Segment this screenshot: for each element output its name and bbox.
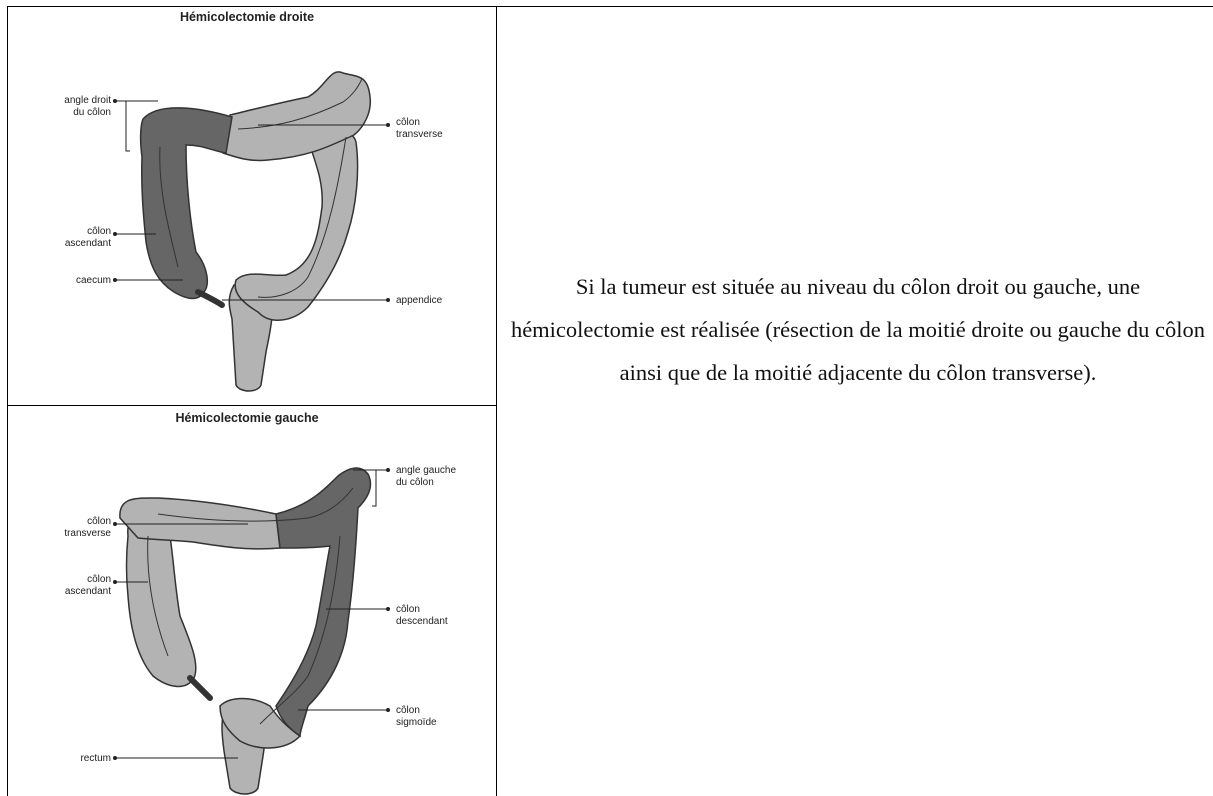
svg-text:descendant: descendant: [396, 616, 448, 627]
svg-text:côlon: côlon: [396, 117, 420, 128]
svg-text:sigmoïde: sigmoïde: [396, 717, 437, 728]
diagram-left-hemicolectomy: Hémicolectomie gauche angle gauche du cô…: [8, 406, 496, 796]
label-sigmoide: côlon sigmoïde: [298, 705, 437, 728]
appendix-shape: [190, 678, 210, 698]
label-ascendant: côlon ascendant: [65, 226, 156, 249]
svg-text:rectum: rectum: [80, 753, 111, 764]
table-border-center: [496, 6, 497, 796]
svg-text:du côlon: du côlon: [73, 107, 111, 118]
svg-text:côlon: côlon: [396, 705, 420, 716]
panel-title: Hémicolectomie gauche: [175, 411, 318, 425]
svg-text:transverse: transverse: [396, 129, 443, 140]
svg-text:transverse: transverse: [64, 528, 111, 539]
panel-title: Hémicolectomie droite: [180, 10, 314, 24]
svg-text:caecum: caecum: [76, 275, 111, 286]
svg-text:ascendant: ascendant: [65, 586, 111, 597]
svg-text:ascendant: ascendant: [65, 238, 111, 249]
appendix-shape: [198, 292, 222, 305]
svg-text:côlon: côlon: [396, 604, 420, 615]
right-colon-resected-shape: [141, 108, 232, 299]
svg-text:du côlon: du côlon: [396, 477, 434, 488]
svg-text:appendice: appendice: [396, 295, 443, 306]
description-text: Si la tumeur est située au niveau du côl…: [508, 265, 1208, 394]
label-rectum: rectum: [80, 753, 238, 764]
svg-text:côlon: côlon: [87, 516, 111, 527]
svg-text:angle droit: angle droit: [64, 95, 111, 106]
svg-text:côlon: côlon: [87, 574, 111, 585]
diagram-right-hemicolectomy: Hémicolectomie droite angle droit du côl…: [8, 7, 496, 405]
svg-text:angle gauche: angle gauche: [396, 465, 456, 476]
svg-text:côlon: côlon: [87, 226, 111, 237]
